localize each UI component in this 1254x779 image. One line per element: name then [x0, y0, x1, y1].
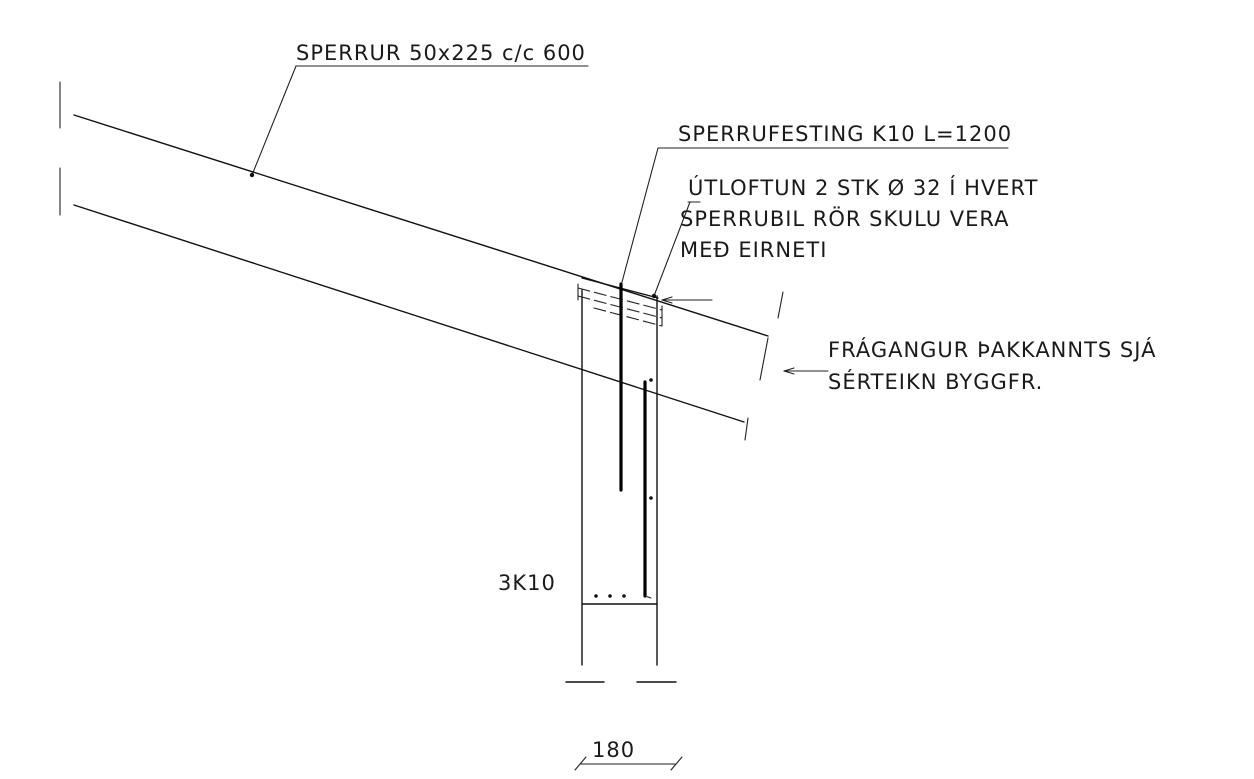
ventilation-label-line-3: MEÐ EIRNETI [680, 238, 827, 262]
rafter-fastening-leader [621, 147, 659, 283]
rebar-dot-1 [649, 378, 653, 382]
wall-width-dimension: 180 [592, 738, 635, 762]
rafter-leader-dot [249, 172, 255, 178]
dimension-tick-right [670, 756, 683, 771]
wall-rebar-hook [644, 595, 652, 599]
rebar-section-dot-2 [608, 594, 612, 598]
rafter-leader [251, 65, 297, 176]
eaves-label-line-2: SÉRTEIKN BYGGFR. [828, 369, 1043, 394]
rafter-bottom-line [73, 204, 745, 423]
rebar-section-dot-3 [622, 594, 626, 598]
rebar-label: 3K10 [498, 571, 556, 595]
right-break-mark-bottom [744, 417, 749, 441]
ventilation-leader [653, 201, 691, 297]
rafter-fastening-label: SPERRUFESTING K10 L=1200 [678, 122, 1012, 146]
eaves-label-line-1: FRÁGANGUR ÞAKKANNTS SJÁ [828, 337, 1156, 362]
rafter-top-line [73, 114, 769, 337]
dimension-tick-left [574, 756, 587, 771]
ventilation-arrow-head-1 [661, 296, 673, 301]
right-break-mark-mid [759, 337, 769, 381]
eaves-arrow-head-1 [783, 367, 795, 372]
ventilation-leader-dot [651, 293, 657, 299]
ventilation-label-line-1: ÚTLOFTUN 2 STK Ø 32 Í HVERT [688, 175, 1038, 200]
rebar-section-dot-1 [594, 594, 598, 598]
ventilation-label-line-2: SPERRUBIL RÖR SKULU VERA [680, 206, 1010, 231]
eaves-arrow-head-2 [783, 370, 795, 375]
rafter-label: SPERRUR 50x225 c/c 600 [296, 41, 586, 65]
right-break-mark-top [777, 291, 784, 319]
rebar-dot-2 [649, 496, 653, 500]
wall-plate-line-3 [593, 307, 663, 327]
ventilation-arrow-head-2 [661, 299, 673, 304]
